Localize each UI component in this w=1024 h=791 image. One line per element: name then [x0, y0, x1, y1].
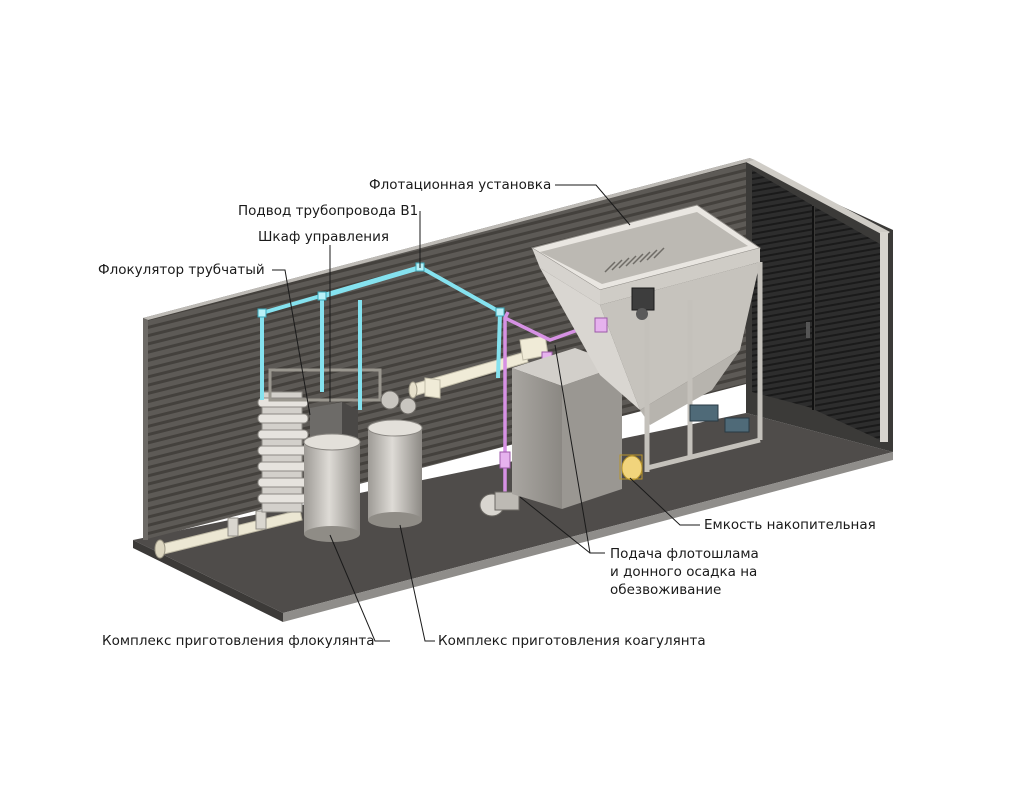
label-coagulant-complex: Комплекс приготовления коагулянта — [438, 633, 706, 649]
label-flocculant-complex: Комплекс приготовления флокулянта — [102, 633, 375, 649]
flotation-pumps — [689, 404, 750, 433]
flotation-frame — [644, 262, 763, 472]
tubular-flocculator — [257, 368, 382, 513]
leader-lines — [272, 184, 700, 642]
door-post — [880, 232, 888, 442]
sludge-valve — [499, 451, 511, 469]
label-flotation-unit: Флотационная установка — [369, 177, 552, 193]
pump — [479, 491, 520, 517]
container-floor — [133, 413, 893, 622]
inlet-pipe — [154, 509, 303, 559]
door-handle-icon[interactable] — [806, 322, 810, 338]
dosing-valves — [380, 390, 417, 415]
coagulant-tank — [367, 419, 423, 528]
label-tubular-flocculator: Флокулятор трубчатый — [98, 262, 265, 278]
label-storage-tank: Емкость накопительная — [704, 517, 876, 533]
label-control-cabinet: Шкаф управления — [258, 229, 389, 245]
label-pipeline-b1: Подвод трубопровода В1 — [238, 203, 419, 219]
sludge-outlet — [594, 317, 608, 333]
flocculant-tank — [303, 433, 361, 542]
label-sludge-supply: Подача флотошлама и донного осадка на об… — [610, 546, 759, 599]
flotation-motor — [631, 287, 655, 320]
container-door[interactable] — [752, 170, 880, 440]
